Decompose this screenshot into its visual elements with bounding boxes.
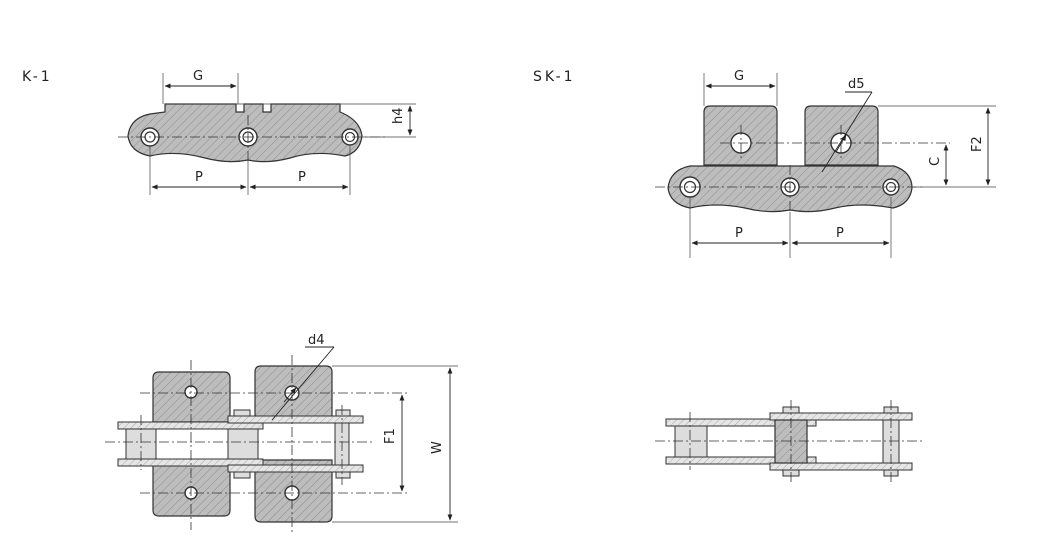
sk1-dim-d5: d5 [848, 77, 865, 92]
k1-dim-p-right: P [298, 170, 306, 185]
sk1-top-view [655, 400, 925, 482]
sk1-dim-p-right: P [836, 226, 844, 241]
k1-side-view: G h4 P P [118, 69, 416, 195]
k1-dim-p-left: P [195, 170, 203, 185]
sk1-dim-c: C [928, 157, 943, 166]
k1-title: K-1 [22, 69, 53, 85]
k1-dim-h4: h4 [391, 107, 406, 124]
k1-top-view: d4 F1 W [105, 333, 458, 535]
k1-top-dim-d4: d4 [308, 333, 325, 348]
k1-top-dim-w: W [430, 441, 445, 454]
k1-top-dim-f1: F1 [383, 428, 398, 444]
k1-dim-g: G [193, 69, 203, 84]
sk1-dim-f2: F2 [970, 136, 985, 152]
sk1-side-view: G d5 C F2 P P [655, 69, 996, 258]
sk1-dim-g: G [734, 69, 744, 84]
sk1-dim-p-left: P [735, 226, 743, 241]
sk1-title: SK-1 [533, 69, 576, 85]
